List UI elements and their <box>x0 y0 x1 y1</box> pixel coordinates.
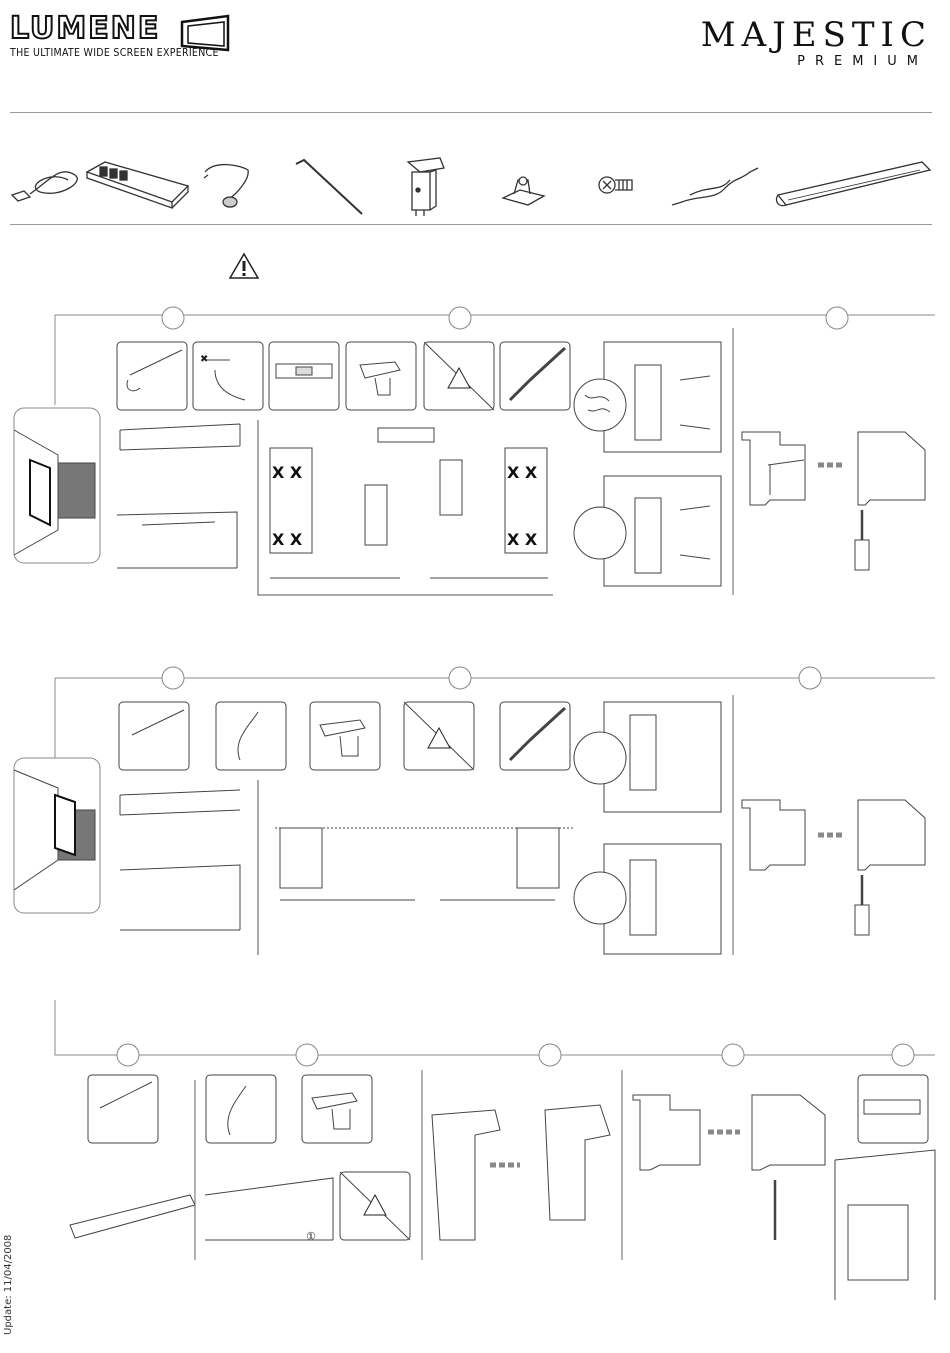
bracket-icon <box>408 158 444 216</box>
step-circle-3 <box>826 307 848 329</box>
svg-text:X X: X X <box>507 530 538 549</box>
svg-text:X X: X X <box>272 463 303 482</box>
parts-illustrations <box>0 150 950 222</box>
warning-icon <box>228 252 260 280</box>
majestic-wordmark: MAJESTIC <box>701 18 932 52</box>
step-circle-3b <box>799 667 821 689</box>
screen-case-icon <box>776 162 930 206</box>
section-suspended-mount <box>0 1000 950 1300</box>
step-circle-1b <box>162 667 184 689</box>
lumene-screen-icon <box>180 14 230 52</box>
parts-row <box>0 150 950 222</box>
section-ceiling-mount <box>0 660 950 965</box>
step-mark: ① <box>306 1230 316 1243</box>
update-date: Update: 11/04/2008 <box>3 1235 14 1335</box>
step-circle-2b <box>449 667 471 689</box>
parts-divider <box>10 224 932 225</box>
svg-text:X X: X X <box>272 530 303 549</box>
premium-wordmark: PREMIUM <box>701 54 932 69</box>
power-cord-icon <box>12 172 77 201</box>
header-divider <box>10 112 932 113</box>
hex-key-icon <box>296 160 362 214</box>
mounting-plate-icon <box>503 177 544 205</box>
lumene-logo: LUMENE THE ULTIMATE WIDE SCREEN EXPERIEN… <box>10 14 225 59</box>
screw-icon <box>599 177 632 193</box>
section-wall-mount: ✖ X X X X X X X X <box>0 300 950 610</box>
step-circle-2 <box>449 307 471 329</box>
ir-sensor-icon <box>204 165 248 207</box>
svg-text:✖: ✖ <box>200 354 208 365</box>
lumene-wordmark: LUMENE <box>10 14 160 44</box>
remote-control-icon <box>87 162 188 208</box>
majestic-logo: MAJESTIC PREMIUM <box>701 18 932 69</box>
svg-text:X X: X X <box>507 463 538 482</box>
step-circle-1 <box>162 307 184 329</box>
trigger-cable-icon <box>672 168 758 205</box>
